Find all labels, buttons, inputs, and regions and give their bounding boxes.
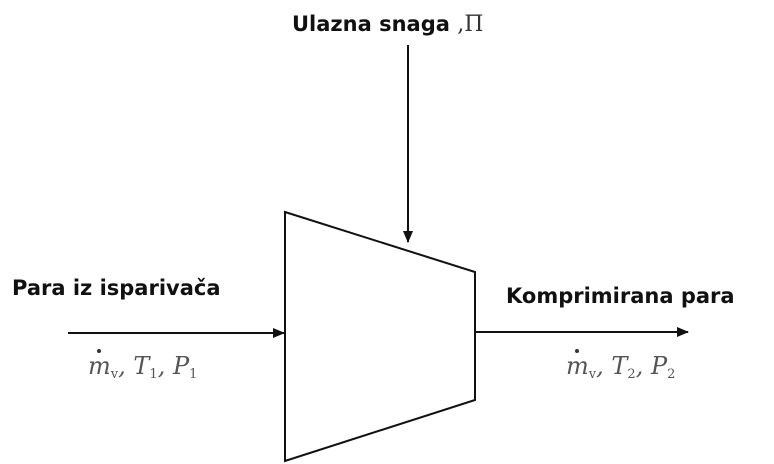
outlet-mass-flow-subscript: v — [588, 367, 597, 382]
outlet-mass-flow-symbol: m — [566, 349, 589, 380]
power-input-separator: , — [457, 12, 465, 37]
power-input-symbol: Π — [464, 12, 484, 37]
inlet-state-variables: mv, T1, P1 — [88, 349, 198, 382]
inlet-label: Para iz isparivača — [12, 276, 221, 300]
inlet-mass-flow-subscript: v — [110, 367, 119, 382]
outlet-label: Komprimirana para — [506, 284, 735, 308]
outlet-state-variables: mv, T2, P2 — [566, 349, 676, 382]
outlet-temperature-symbol: T — [611, 352, 628, 380]
outlet-pressure-subscript: 2 — [667, 367, 676, 382]
inlet-mass-flow-symbol: m — [88, 349, 111, 380]
power-input-label: Ulazna snaga ,Π — [292, 14, 483, 36]
outlet-pressure-symbol: P — [650, 352, 668, 380]
inlet-pressure-symbol: P — [172, 352, 190, 380]
inlet-temperature-subscript: 1 — [149, 367, 158, 382]
compressor-body — [284, 210, 476, 463]
power-input-text: Ulazna snaga — [292, 12, 450, 36]
outlet-temperature-subscript: 2 — [627, 367, 636, 382]
inlet-temperature-symbol: T — [133, 352, 150, 380]
inlet-pressure-subscript: 1 — [189, 367, 198, 382]
